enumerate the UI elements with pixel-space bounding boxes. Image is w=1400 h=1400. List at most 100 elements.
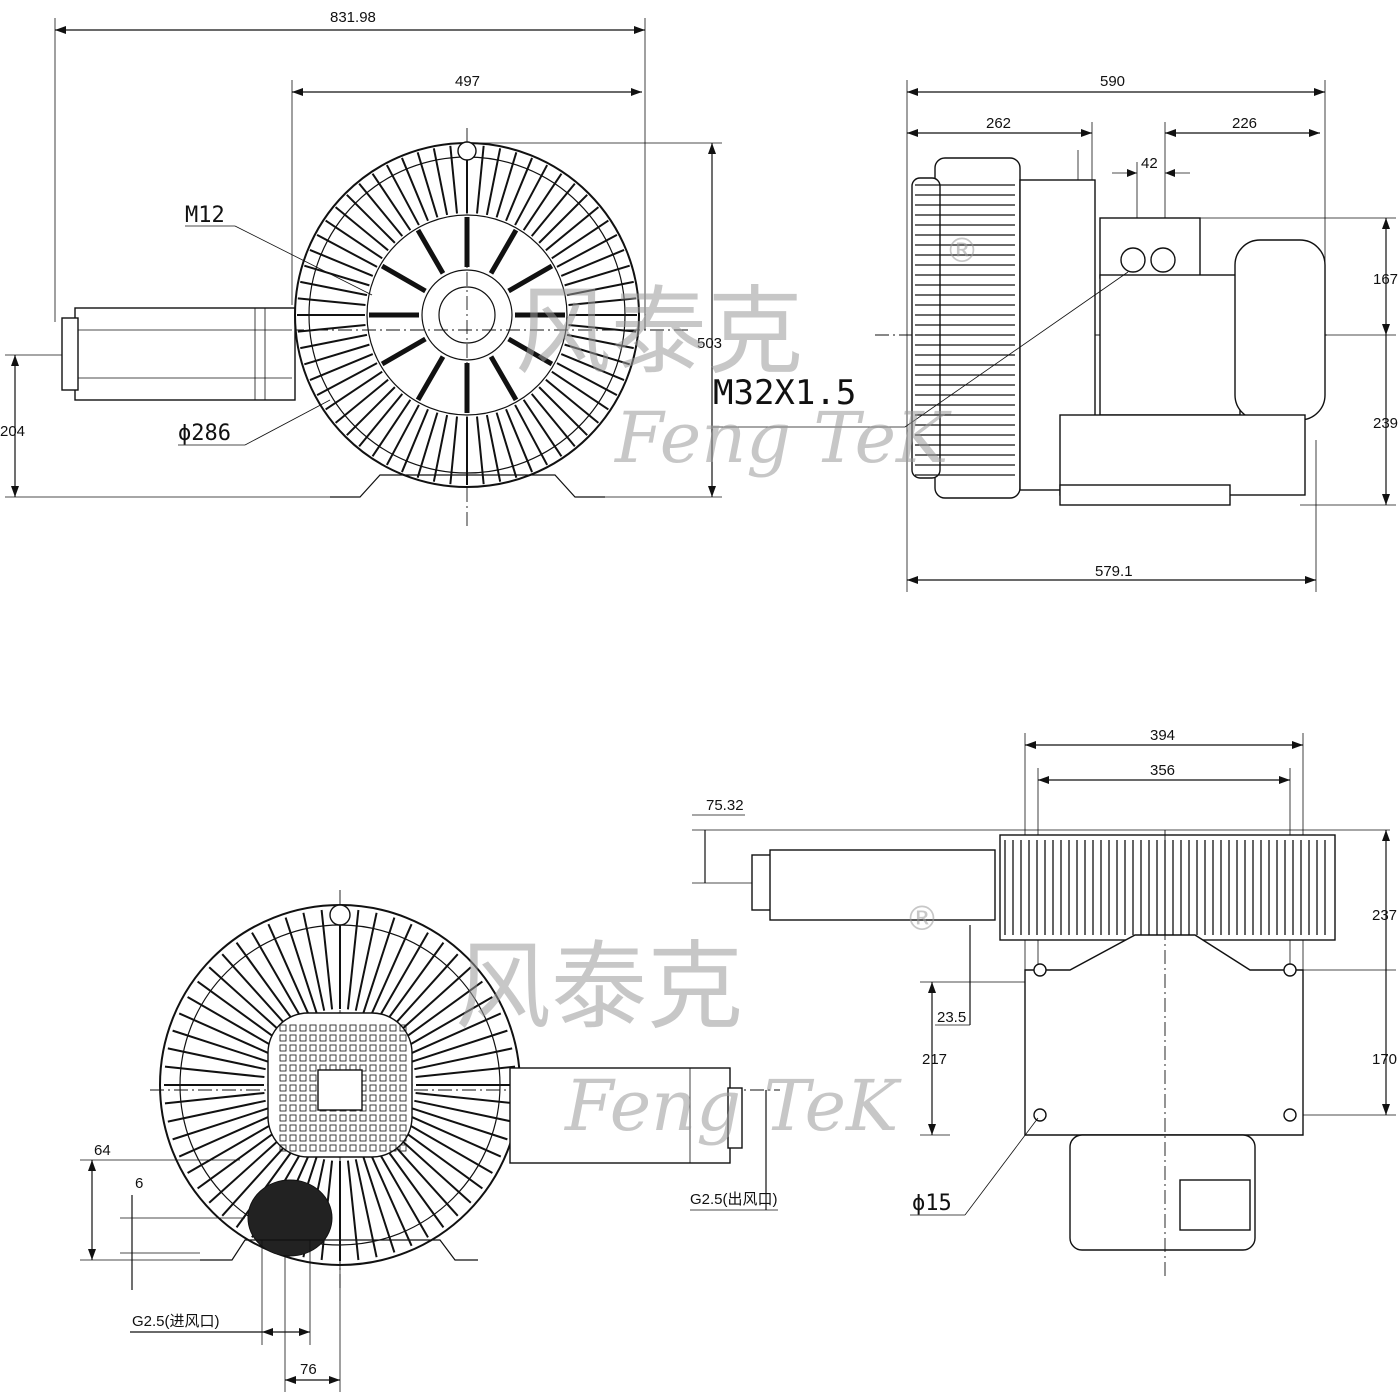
grille-cell: [389, 1034, 397, 1042]
fin-line: [334, 378, 389, 424]
front-center-height: 204: [0, 423, 25, 440]
grille-cell: [379, 1024, 387, 1032]
watermark-cn-top: 风泰克: [515, 276, 803, 388]
side-lower-height: 239: [1373, 415, 1398, 432]
fin-line: [415, 228, 446, 275]
side-overall-length: 590: [1100, 73, 1125, 90]
fin-line: [309, 249, 374, 277]
grille-cell: [399, 1044, 407, 1052]
fin-line: [251, 932, 303, 1020]
fin-line: [358, 182, 404, 237]
grille-cell: [309, 1044, 317, 1052]
grille-cell: [279, 1124, 287, 1132]
grille-cell: [369, 1034, 377, 1042]
grille-cell: [349, 1044, 357, 1052]
grille-cell: [389, 1104, 397, 1112]
fin-line: [235, 942, 297, 1025]
back-inlet-label: G2.5(进风口): [132, 1313, 220, 1330]
fin-line: [178, 1114, 271, 1158]
fin-line: [432, 414, 449, 482]
fin-line: [566, 333, 634, 350]
fin-line: [514, 404, 549, 466]
grille-cell: [379, 1144, 387, 1152]
grille-cell: [359, 1114, 367, 1122]
grille-cell: [379, 1034, 387, 1042]
fin-line: [495, 412, 518, 478]
grille-cell: [299, 1134, 307, 1142]
fin-line: [178, 1012, 271, 1056]
front-circle-diameter: ϕ286: [178, 421, 231, 446]
back-view: 64 6 G2.5(进风口) 76 G2.5(出风口): [80, 890, 780, 1392]
fin-line: [514, 164, 549, 226]
grille-cell: [279, 1074, 287, 1082]
fin-line: [297, 324, 366, 333]
grille-cell: [379, 1104, 387, 1112]
grille-cell: [289, 1024, 297, 1032]
grille-cell: [389, 1074, 397, 1082]
grille-cell: [319, 1134, 327, 1142]
grille-cell: [299, 1054, 307, 1062]
fin-line: [522, 173, 563, 231]
grille-cell: [369, 1104, 377, 1112]
grille-cell: [349, 1054, 357, 1062]
grille-cell: [379, 1084, 387, 1092]
grille-cell: [299, 1144, 307, 1152]
grille-cell: [289, 1054, 297, 1062]
side-view: 590 262 226 42 167 239 579.1: [713, 73, 1398, 592]
grille-cell: [319, 1054, 327, 1062]
grille-cell: [289, 1074, 297, 1082]
fin-line: [346, 1160, 360, 1261]
fin-line: [334, 206, 389, 252]
fin-line: [400, 1128, 483, 1190]
grille-cell: [399, 1074, 407, 1082]
fin-line: [560, 353, 625, 381]
grille-cell: [379, 1094, 387, 1102]
grille-cell: [299, 1024, 307, 1032]
bottom-mount-inner: 356: [1150, 762, 1175, 779]
grille-cell: [339, 1044, 347, 1052]
fin-line: [380, 336, 427, 367]
fin-line: [409, 1012, 502, 1056]
bottom-hole-offset: 23.5: [937, 1009, 966, 1026]
fin-line: [304, 264, 370, 287]
side-cable-gland: M32X1.5: [713, 373, 856, 413]
grille-cell: [319, 1044, 327, 1052]
fin-line: [172, 1107, 269, 1141]
watermark-en-bottom: Feng TeK: [563, 1065, 902, 1147]
fin-line: [560, 249, 625, 277]
grille-cell: [359, 1024, 367, 1032]
back-foot-offset: 6: [135, 1175, 143, 1192]
fin-line: [409, 1114, 502, 1158]
grille-cell: [389, 1124, 397, 1132]
fin-line: [300, 333, 368, 350]
grille-cell: [309, 1084, 317, 1092]
fin-line: [405, 1122, 493, 1174]
fin-line: [346, 386, 396, 436]
grille-cell: [309, 1054, 317, 1062]
fin-line: [551, 370, 609, 411]
fin-line: [371, 399, 412, 457]
fin-line: [208, 966, 285, 1035]
fin-line: [320, 909, 334, 1010]
grille-cell: [289, 1134, 297, 1142]
fin-line: [538, 194, 588, 244]
bottom-hole-pitch-left: 217: [922, 1051, 947, 1068]
grille-cell: [399, 1024, 407, 1032]
bottom-fins: [1004, 840, 1326, 935]
grille-cell: [299, 1114, 307, 1122]
fin-line: [300, 280, 368, 297]
grille-cell: [389, 1054, 397, 1062]
side-base-length: 579.1: [1095, 563, 1133, 580]
fin-line: [371, 173, 412, 231]
grille-cell: [289, 1084, 297, 1092]
grille-cell: [289, 1094, 297, 1102]
fin-line: [551, 219, 609, 260]
grille-cell: [299, 1074, 307, 1082]
side-rear-section: 226: [1232, 115, 1257, 132]
fin-line: [172, 1029, 269, 1063]
grille-cell: [329, 1144, 337, 1152]
grille-cell: [299, 1044, 307, 1052]
fin-line: [416, 412, 439, 478]
grille-cell: [339, 1054, 347, 1062]
